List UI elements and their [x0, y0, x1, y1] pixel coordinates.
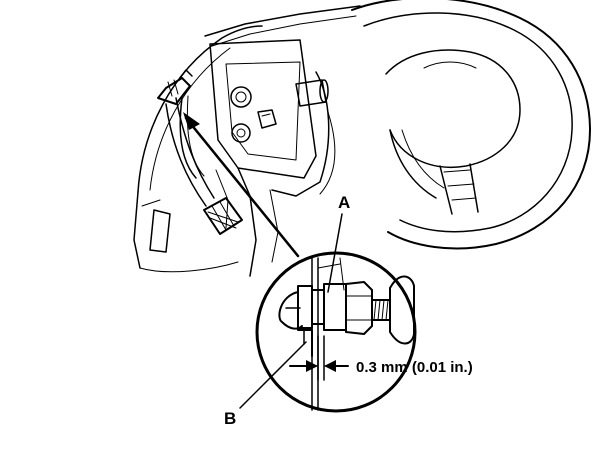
dashboard-illustration: [133, 0, 591, 277]
label-b-group: B: [224, 341, 307, 428]
gap-measurement-label: 0.3 mm (0.01 in.): [356, 359, 473, 376]
leader-line-a: [327, 213, 343, 293]
label-b: B: [224, 409, 236, 428]
leader-line-b: [239, 341, 307, 409]
gap-measurement: [289, 335, 349, 381]
detail-callout: [255, 251, 417, 413]
label-a: A: [338, 193, 350, 212]
callout-leader-arrow: [183, 112, 300, 258]
label-a-group: A: [327, 193, 350, 293]
callout-circle: [255, 251, 417, 413]
switch-detail: [278, 257, 415, 411]
